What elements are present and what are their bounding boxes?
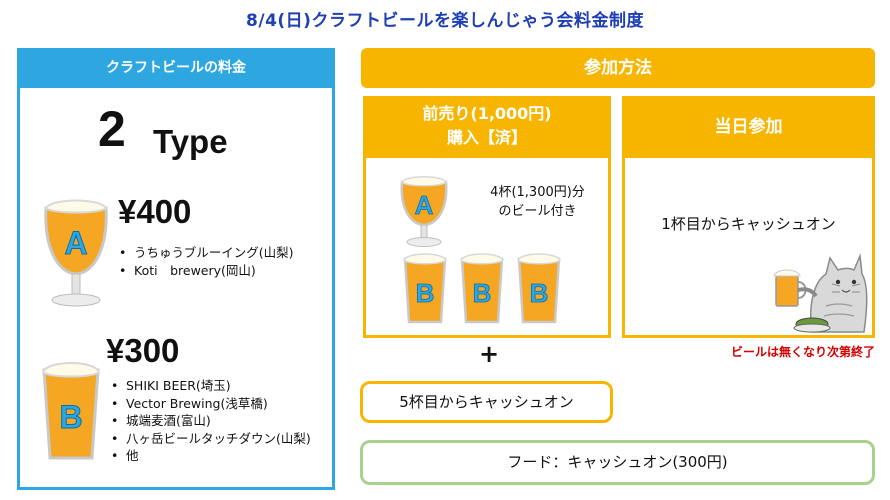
cat-with-beer-illustration — [768, 244, 868, 338]
craft-beer-price-header: クラフトビールの料金 — [17, 48, 335, 88]
sameday-header: 当日参加 — [622, 96, 875, 158]
presale-title-line1: 前売り(1,000円) — [422, 104, 552, 123]
type-a-price: ¥400 — [118, 193, 192, 230]
wine-beer-glass-icon: A — [396, 170, 452, 248]
list-item: SHIKI BEER(埼玉) — [108, 377, 311, 395]
pint-beer-glass-icon: B — [459, 250, 505, 328]
list-item: 城端麦酒(富山) — [108, 412, 311, 430]
presale-glass-b-label: B — [416, 278, 435, 308]
plus-sign: + — [479, 340, 500, 368]
pint-beer-glass-icon: B — [40, 358, 102, 466]
list-item: Koti brewery(岡山) — [116, 262, 294, 280]
presale-glass-b-label: B — [530, 278, 549, 308]
participation-method-header: 参加方法 — [361, 48, 875, 88]
type-count: 2 — [98, 101, 126, 157]
presale-title-line2: 購入【済】 — [446, 128, 527, 147]
page-title: 8/4(日)クラフトビールを楽しんじゃう会料金制度 — [246, 11, 644, 31]
soldout-note: ビールは無くなり次第終了 — [730, 345, 875, 359]
presale-header: 前売り(1,000円) 購入【済】 — [363, 96, 611, 158]
pint-beer-glass-icon: B — [516, 250, 562, 328]
pint-beer-glass-icon: B — [402, 250, 448, 328]
list-item: Vector Brewing(浅草橋) — [108, 395, 311, 413]
type-word: Type — [153, 123, 228, 160]
type-a-brewery-list: うちゅうブルーイング(山梨) Koti brewery(岡山) — [116, 244, 294, 279]
glass-b-label: B — [59, 399, 82, 435]
sameday-note: 1杯目からキャッシュオン — [661, 215, 836, 233]
presale-glass-b-label: B — [473, 278, 492, 308]
type-b-price: ¥300 — [106, 332, 180, 369]
list-item: 他 — [108, 447, 311, 465]
presale-glass-a-label: A — [415, 190, 434, 220]
presale-note-line1: 4杯(1,300円)分 — [490, 185, 585, 200]
fifth-cup-cash-on-box: 5杯目からキャッシュオン — [360, 381, 613, 423]
presale-note: 4杯(1,300円)分 のビール付き — [470, 183, 605, 221]
list-item: 八ヶ岳ビールタッチダウン(山梨) — [108, 430, 311, 448]
type-b-brewery-list: SHIKI BEER(埼玉) Vector Brewing(浅草橋) 城端麦酒(… — [108, 377, 311, 465]
glass-a-label: A — [64, 225, 87, 261]
list-item: うちゅうブルーイング(山梨) — [116, 244, 294, 262]
presale-note-line2: のビール付き — [498, 204, 577, 219]
wine-beer-glass-icon: A — [38, 190, 114, 310]
food-cash-on-box: フード：キャッシュオン(300円) — [360, 440, 875, 485]
